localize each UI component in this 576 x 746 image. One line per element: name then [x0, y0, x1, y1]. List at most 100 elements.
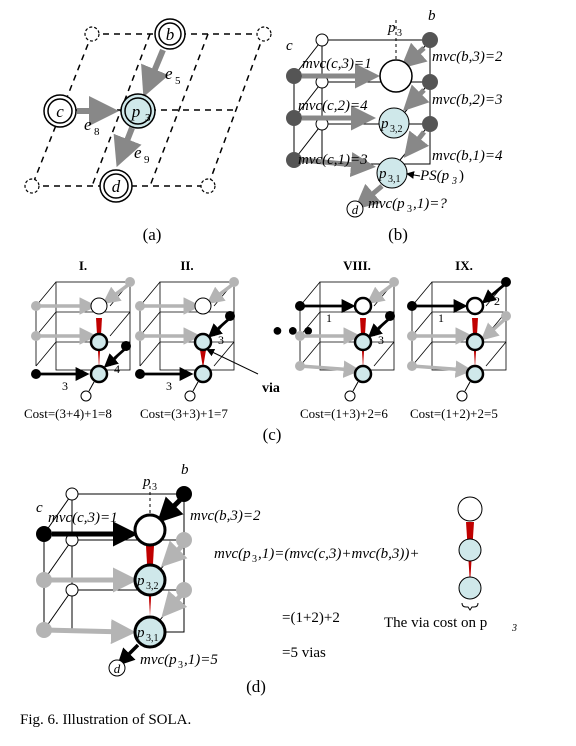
cost-right: 3: [378, 333, 384, 347]
mvc-arrows-b: [400, 42, 430, 158]
label-c-corner: c: [36, 500, 43, 516]
svg-text:5: 5: [175, 75, 181, 87]
panel-d: p 3,2 p 3,1 d p 3 b c mvc(c,3)=1 mvc(b,3)…: [36, 462, 517, 696]
cost-left: 1: [438, 311, 444, 325]
arrow-to-d: [117, 643, 140, 666]
mvc-arrows-c: [301, 63, 380, 178]
panel-label-a: (a): [143, 225, 162, 244]
cost-left: 1: [326, 311, 332, 325]
arrow-to-d: [354, 183, 384, 210]
mvc-c3: mvc(c,3)=1: [302, 56, 372, 72]
equation-1: =(1+2)+2: [282, 610, 340, 626]
svg-text:p: p: [136, 625, 145, 641]
node-d-b: d: [346, 200, 364, 218]
cost-left: 3: [166, 379, 172, 393]
node-d: d: [99, 169, 133, 203]
svg-text:d: d: [114, 661, 121, 676]
svg-text:e: e: [84, 115, 92, 134]
svg-text:p: p: [131, 102, 141, 121]
svg-text:3: 3: [397, 28, 402, 39]
mvc-b3: mvc(b,3)=2: [190, 508, 261, 524]
svg-text:p: p: [136, 573, 145, 589]
panel-c: I. 3 4: [24, 258, 511, 444]
mvc-b2: mvc(b,2)=3: [432, 92, 503, 108]
svg-text:3: 3: [145, 112, 151, 124]
formula: mvc(p 3 ,1)=(mvc(c,3)+mvc(b,3))+: [214, 546, 420, 565]
cost-case-I: Cost=(3+4)+1=8: [24, 406, 112, 421]
edge-e5: [141, 48, 169, 98]
grid-corner-nodes: [24, 26, 272, 194]
svg-text:3,1: 3,1: [388, 174, 401, 185]
svg-text:3,1: 3,1: [146, 633, 159, 644]
edge-e9: [113, 126, 142, 168]
ps-label: PS(p 3 ): [419, 168, 464, 187]
svg-text:d: d: [352, 202, 359, 217]
case-title: IX.: [455, 258, 473, 273]
label-b-corner: b: [181, 462, 189, 478]
label-c-corner: c: [286, 38, 293, 54]
grid-3d: [293, 20, 431, 165]
panel-label-b: (b): [388, 225, 408, 244]
node-b: b: [154, 18, 186, 50]
svg-text:): ): [459, 168, 464, 184]
panel-label-c: (c): [263, 425, 282, 444]
mvc-b1: mvc(b,1)=4: [432, 148, 503, 164]
arrow-b3: [156, 496, 184, 524]
svg-text:d: d: [112, 177, 121, 196]
svg-text:3,2: 3,2: [146, 581, 159, 592]
cost-case-II: Cost=(3+3)+1=7: [140, 406, 228, 421]
mvc-b3: mvc(b,3)=2: [432, 49, 503, 65]
mvc-c3: mvc(c,3)=1: [48, 510, 118, 526]
node-p3-1: p 3,1: [376, 157, 408, 189]
via-stack-illustration: [457, 496, 483, 611]
svg-text:mvc(p: mvc(p: [214, 546, 251, 562]
via-cost-label: The via cost on p 3: [384, 615, 517, 634]
case-II: II. 3 3: [135, 258, 239, 402]
svg-text:3: 3: [178, 660, 183, 671]
case-I: I. 3 4: [31, 258, 135, 402]
svg-text:e: e: [165, 64, 173, 83]
case-title: II.: [180, 258, 193, 273]
cost-right: 3: [218, 333, 224, 347]
node-p3-2: p 3,2: [378, 107, 410, 139]
svg-text:,1)=5: ,1)=5: [184, 652, 218, 668]
panel-label-d: (d): [246, 677, 266, 696]
node-p3-2: p 3,2: [133, 563, 167, 597]
node-p3-layer3: [379, 59, 413, 93]
node-p3-1: p 3,1: [133, 615, 167, 649]
equation-2: =5 vias: [282, 645, 326, 661]
svg-text:p: p: [378, 166, 387, 182]
svg-text:PS(p: PS(p: [419, 168, 450, 184]
svg-text:,1)=(mvc(c,3)+mvc(b,3))+: ,1)=(mvc(c,3)+mvc(b,3))+: [258, 546, 420, 562]
svg-text:p: p: [387, 20, 396, 36]
svg-text:b: b: [166, 25, 175, 44]
svg-text:p: p: [142, 474, 151, 490]
svg-text:p: p: [380, 116, 389, 132]
svg-text:3: 3: [407, 204, 412, 215]
case-title: VIII.: [343, 258, 371, 273]
svg-text:3: 3: [511, 623, 517, 634]
case-title: I.: [79, 258, 87, 273]
svg-text:c: c: [56, 102, 64, 121]
node-d-d: d: [108, 659, 126, 677]
mvc-p31-question: mvc(p 3 ,1)=?: [368, 196, 447, 215]
cost-right: 2: [494, 294, 500, 308]
via-pointer: [206, 348, 259, 375]
cost-left: 3: [62, 379, 68, 393]
svg-text:The via cost on p: The via cost on p: [384, 615, 487, 631]
svg-text:e: e: [134, 143, 142, 162]
node-p3-layer3: [133, 513, 167, 547]
light-arrows: [43, 540, 188, 645]
node-c: c: [43, 94, 77, 128]
mvc-c2: mvc(c,2)=4: [298, 98, 368, 114]
svg-text:,1)=?: ,1)=?: [413, 196, 447, 212]
svg-text:mvc(p: mvc(p: [368, 196, 405, 212]
grid-lines: [31, 33, 265, 187]
svg-text:3,2: 3,2: [390, 124, 403, 135]
